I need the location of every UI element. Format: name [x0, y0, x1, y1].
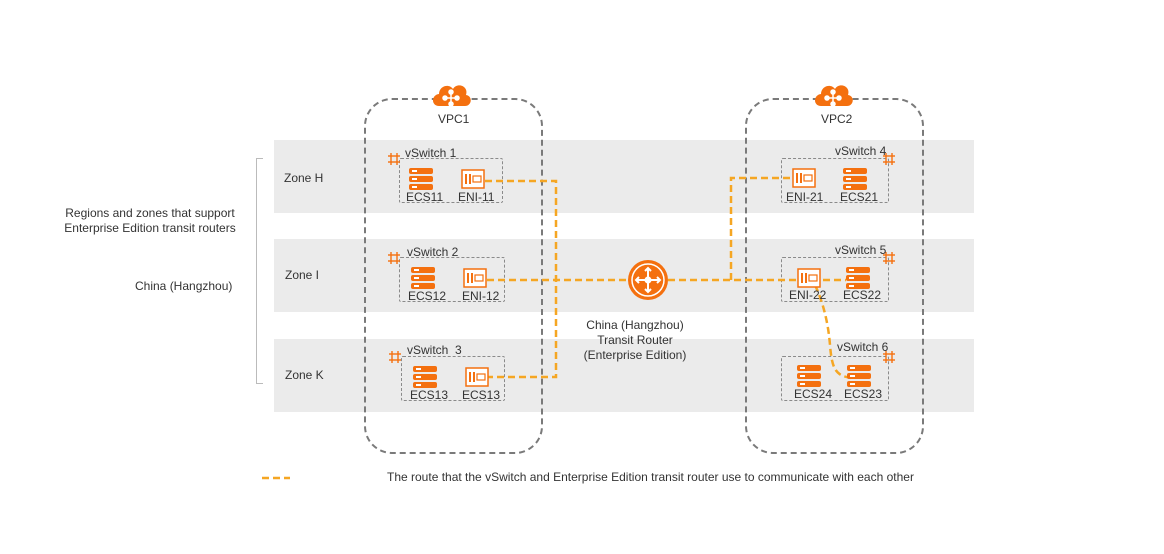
zone-k-label: Zone K — [285, 368, 324, 382]
eni11-eni-icon — [461, 169, 485, 189]
vswitch-5-label: vSwitch 5 — [835, 243, 887, 257]
ecs24-label: ECS24 — [794, 387, 833, 401]
ecs21-label: ECS21 — [840, 190, 879, 204]
region-bracket — [256, 158, 263, 384]
region-label: China (Hangzhou) — [135, 279, 233, 293]
vswitch-6-box — [781, 356, 889, 401]
eni22-label: ENI-22 — [789, 288, 827, 302]
transit-router-icon — [628, 260, 668, 300]
zone-h-label: Zone H — [284, 171, 324, 185]
vpc2-title: VPC2 — [821, 112, 853, 126]
vswitch-1-icon — [388, 153, 400, 165]
ecs13b-label: ECS13 — [462, 388, 501, 402]
vswitch-6-icon — [883, 351, 895, 363]
ecs12-label: ECS12 — [408, 289, 447, 303]
ecs23-label: ECS23 — [844, 387, 883, 401]
eni12-eni-icon — [463, 268, 487, 288]
router-label-line2: Transit Router — [597, 333, 673, 347]
vswitch-3-icon — [389, 351, 401, 363]
router-label-line1: China (Hangzhou) — [586, 318, 684, 332]
ecs13-server-icon — [413, 366, 437, 388]
ecs23-server-icon — [847, 365, 871, 387]
vswitch-4-icon — [883, 153, 895, 165]
vswitch-4-box — [781, 158, 889, 203]
regions-zones-label: Regions and zones that support Enterpris… — [64, 206, 236, 235]
router-label: China (Hangzhou) Transit Router (Enterpr… — [560, 318, 710, 363]
eni12-label: ENI-12 — [462, 289, 500, 303]
eni22-eni-icon — [797, 268, 821, 288]
zone-i-label: Zone I — [285, 268, 320, 282]
eni21-eni-icon — [792, 168, 816, 188]
eni11-label: ENI-11 — [458, 190, 495, 204]
vswitch-4-label: vSwitch 4 — [835, 144, 887, 158]
vpc1-title: VPC1 — [438, 112, 470, 126]
ecs24-server-icon — [797, 365, 821, 387]
ecs11-label: ECS11 — [406, 190, 444, 204]
eni21-label: ENI-21 — [786, 190, 824, 204]
vswitch-5-icon — [883, 252, 895, 264]
router-label-line3: (Enterprise Edition) — [583, 348, 687, 362]
vswitch-1-label: vSwitch 1 — [405, 146, 457, 160]
vswitch-3-label: vSwitch 3 — [407, 343, 462, 357]
vswitch-6-label: vSwitch 6 — [837, 340, 889, 354]
ecs12-server-icon — [411, 267, 435, 289]
ecs11-server-icon — [409, 168, 433, 190]
legend-text: The route that the vSwitch and Enterpris… — [387, 470, 914, 484]
ecs22-server-icon — [846, 267, 870, 289]
vpc2-cloud-icon — [815, 85, 853, 107]
vswitch-3-box — [401, 356, 505, 401]
vpc1-cloud-icon — [433, 85, 471, 107]
ecs13a-label: ECS13 — [410, 388, 449, 402]
eni13-eni-icon — [465, 367, 489, 387]
ecs21-server-icon — [843, 168, 867, 190]
vswitch-2-icon — [388, 252, 400, 264]
ecs22-label: ECS22 — [843, 288, 882, 302]
vswitch-2-label: vSwitch 2 — [407, 245, 459, 259]
